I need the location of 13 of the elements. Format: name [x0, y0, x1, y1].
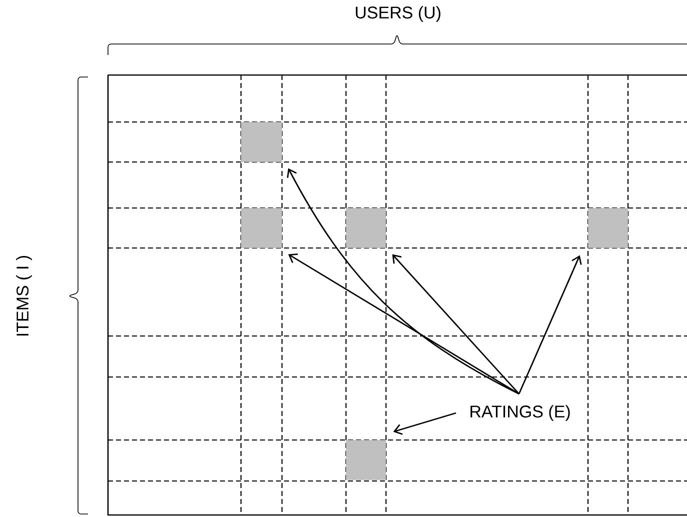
arrow	[518, 255, 582, 394]
arrow	[288, 253, 520, 394]
rating-cell	[241, 122, 282, 162]
rating-cell	[588, 208, 628, 248]
axis-label: USERS (U)	[356, 6, 440, 22]
arrow	[392, 254, 520, 394]
axis-label: ITEMS ( I )	[16, 256, 32, 336]
rating-cell	[346, 208, 386, 248]
arrow	[393, 412, 456, 435]
callout-label: RATINGS (E)	[470, 405, 570, 421]
rating-cell	[346, 440, 386, 480]
arrow	[286, 168, 520, 394]
rating-cell	[241, 208, 282, 248]
